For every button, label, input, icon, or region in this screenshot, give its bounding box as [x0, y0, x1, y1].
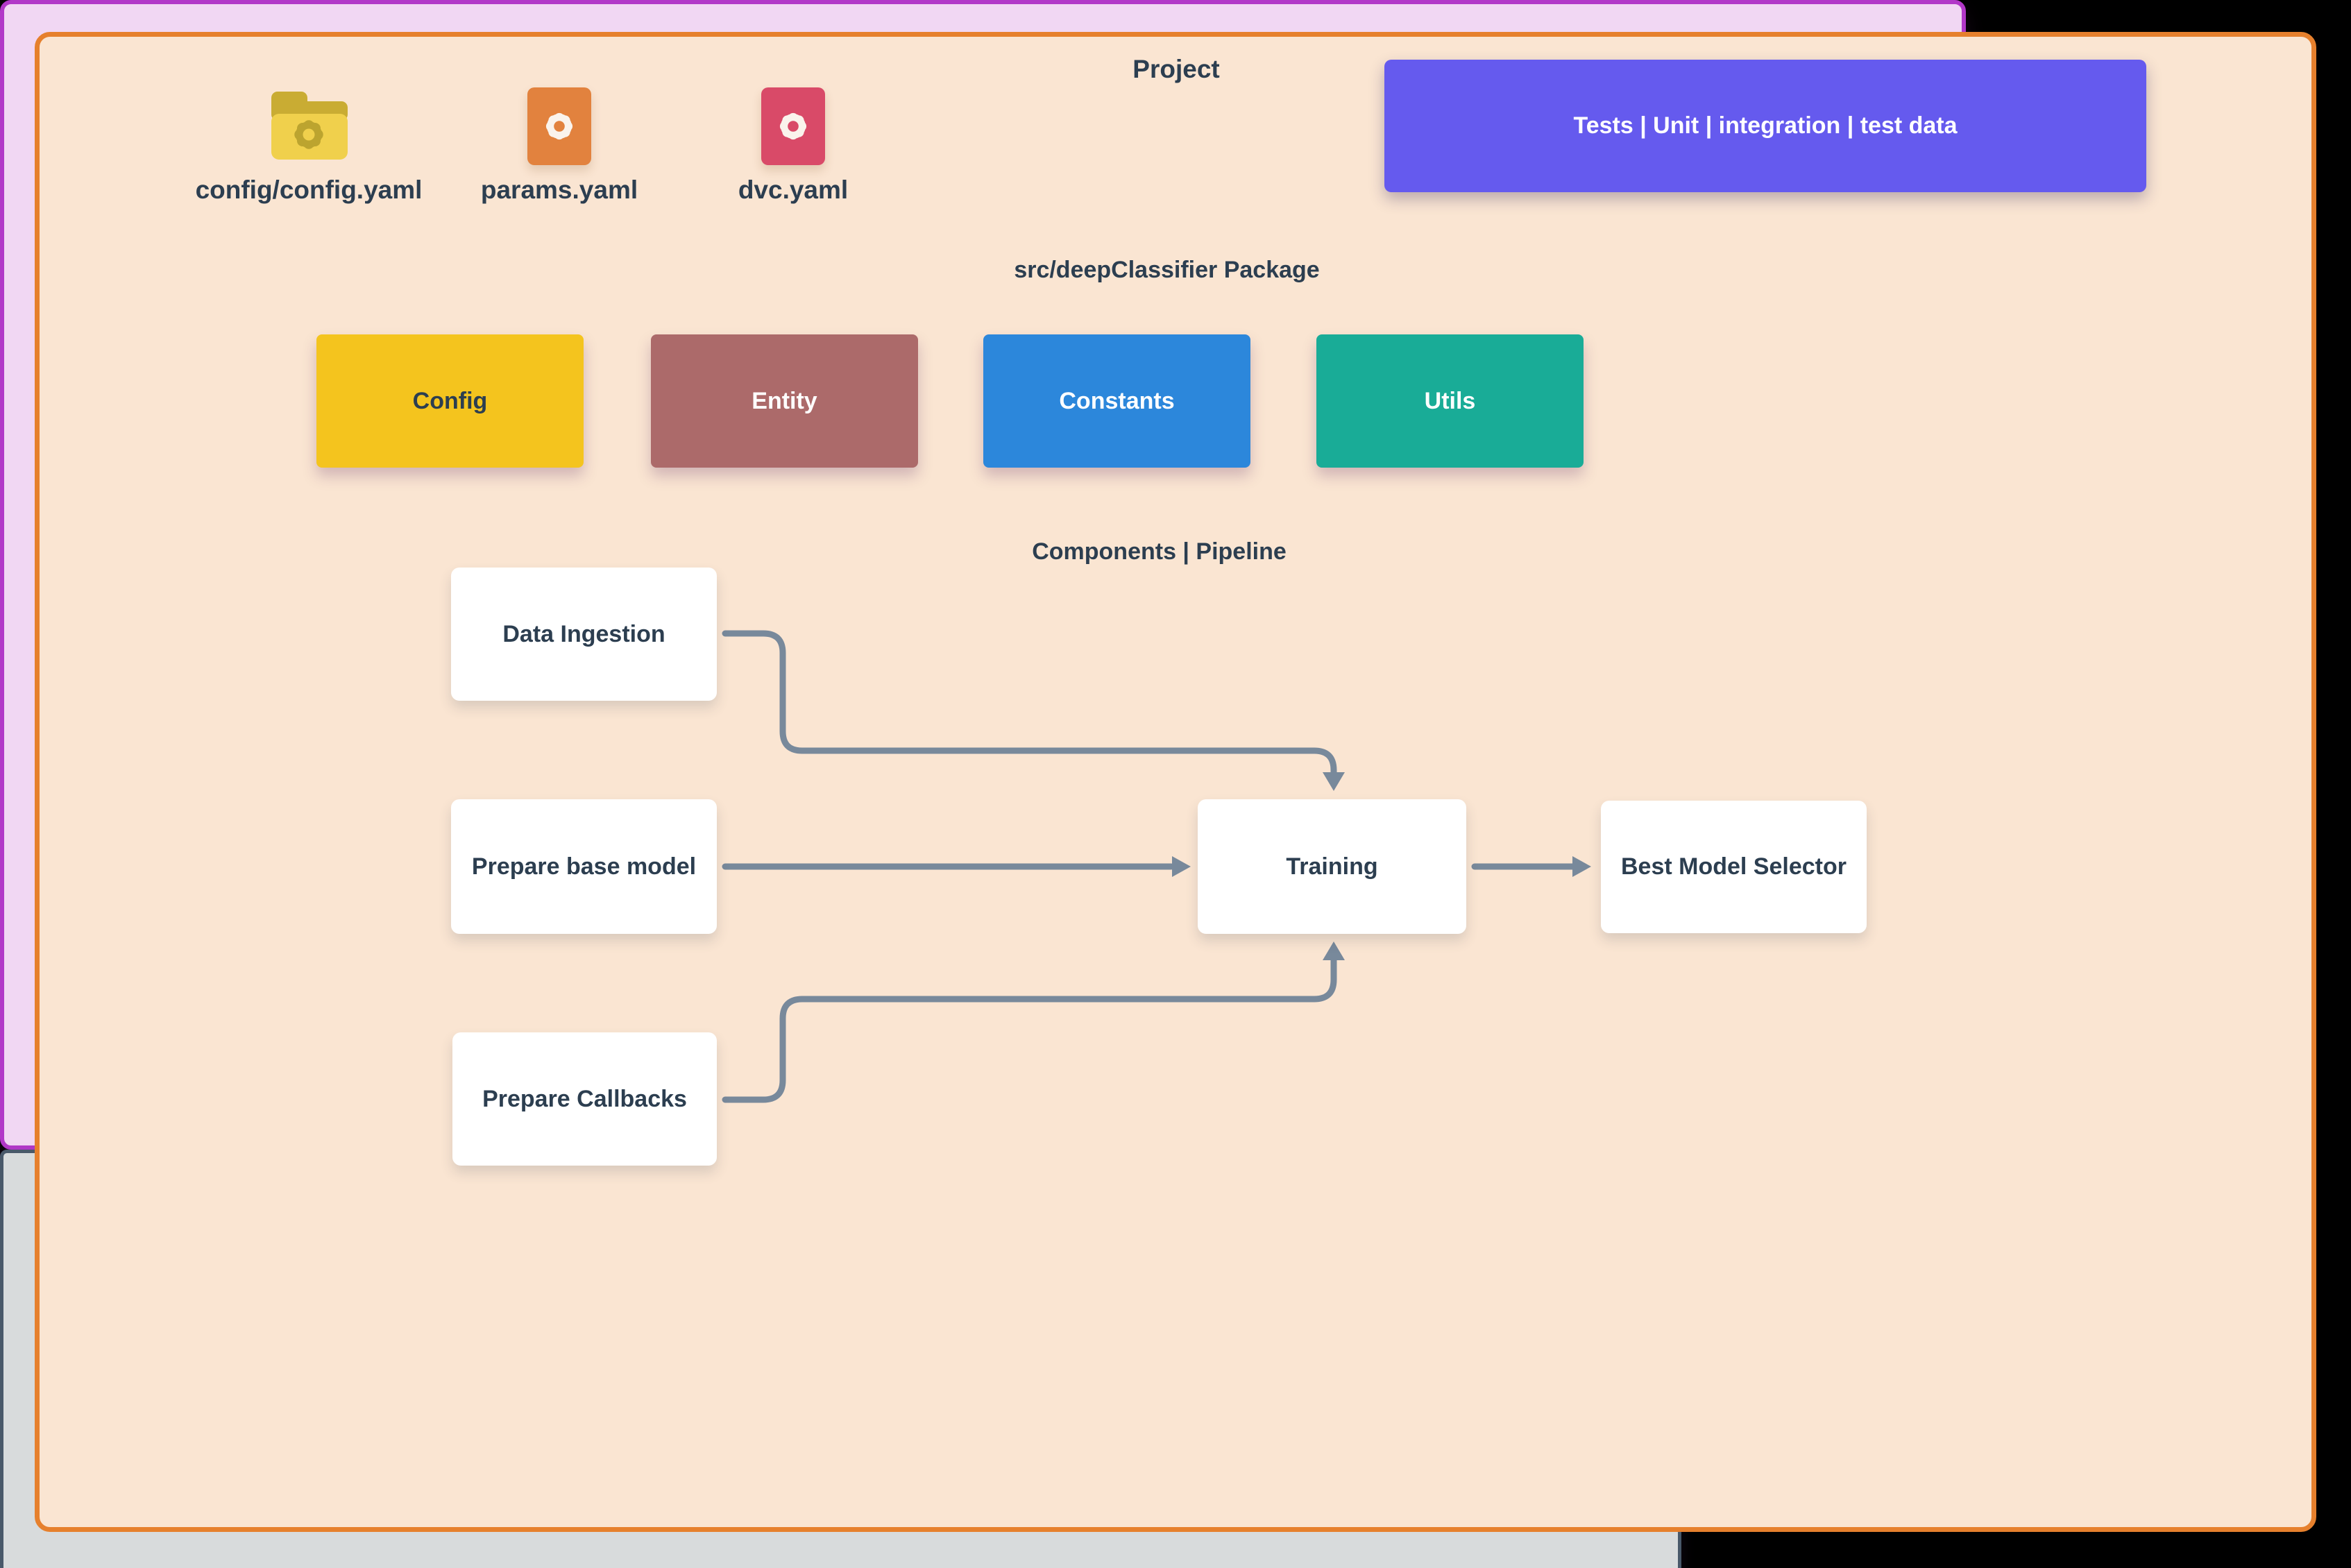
module-config-label: Config	[412, 387, 488, 414]
params-yaml-shape[interactable]	[527, 87, 591, 165]
node-prepare-callbacks[interactable]: Prepare Callbacks	[452, 1032, 717, 1166]
file-gear-icon	[779, 112, 807, 140]
module-constants-label: Constants	[1059, 387, 1175, 414]
module-config[interactable]: Config	[316, 334, 584, 468]
dvc-yaml-label: dvc.yaml	[738, 176, 849, 204]
module-utils-label: Utils	[1424, 387, 1476, 414]
node-prepare-base-model-label: Prepare base model	[471, 853, 697, 880]
file-gear-icon	[545, 112, 573, 140]
node-best-model-selector[interactable]: Best Model Selector	[1601, 801, 1867, 933]
package-title: src/deepClassifier Package	[1014, 256, 1320, 283]
module-entity-label: Entity	[752, 387, 817, 414]
config-yaml-label: config/config.yaml	[195, 176, 423, 204]
node-prepare-callbacks-label: Prepare Callbacks	[482, 1085, 687, 1112]
module-utils[interactable]: Utils	[1316, 334, 1584, 468]
dvc-yaml-shape[interactable]	[761, 87, 825, 165]
project-panel	[35, 32, 2316, 1532]
node-data-ingestion[interactable]: Data Ingestion	[451, 568, 717, 701]
config-yaml-shape[interactable]	[269, 90, 350, 161]
node-training[interactable]: Training	[1198, 799, 1466, 934]
node-prepare-base-model[interactable]: Prepare base model	[451, 799, 717, 934]
node-training-label: Training	[1286, 853, 1378, 880]
tests-banner-label: Tests | Unit | integration | test data	[1573, 112, 1958, 139]
project-title: Project	[1132, 55, 1220, 83]
module-entity[interactable]: Entity	[651, 334, 918, 468]
folder-gear-icon	[271, 92, 348, 160]
module-constants[interactable]: Constants	[983, 334, 1250, 468]
tests-banner[interactable]: Tests | Unit | integration | test data	[1384, 60, 2146, 192]
pipeline-title: Components | Pipeline	[1032, 538, 1287, 565]
params-yaml-label: params.yaml	[480, 176, 638, 204]
node-best-model-selector-label: Best Model Selector	[1621, 853, 1847, 880]
node-data-ingestion-label: Data Ingestion	[502, 620, 665, 647]
